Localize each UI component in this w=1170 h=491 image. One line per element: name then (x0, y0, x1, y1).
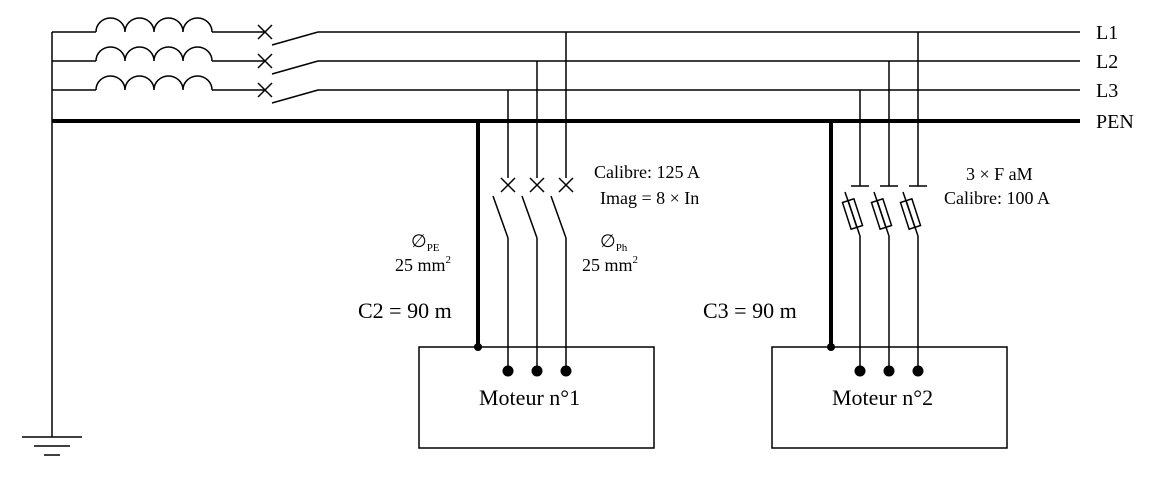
motor-1-box (418, 346, 655, 449)
ph-section-value: 25 mm2 (582, 254, 638, 275)
label-pen: PEN (1096, 111, 1134, 133)
fuses-type: 3 × F aM (966, 164, 1033, 184)
pe-section-value: 25 mm2 (395, 254, 451, 275)
ground-icon (22, 425, 82, 456)
motor-2-box (771, 346, 1008, 449)
label-l1: L1 (1096, 22, 1118, 44)
main-breaker (257, 24, 319, 104)
fuse-1 (841, 197, 864, 231)
ph-section-symbol: ∅Ph (600, 231, 628, 254)
fuse-3 (899, 197, 922, 231)
label-l2: L2 (1096, 51, 1118, 73)
breaker-calibre: Calibre: 125 A (594, 162, 700, 182)
fuses-calibre: Calibre: 100 A (944, 188, 1050, 208)
feeder-2 (771, 32, 1008, 449)
transformer-coils (51, 17, 265, 425)
motor-1-label: Moteur n°1 (479, 385, 580, 410)
cable-c3-label: C3 = 90 m (703, 298, 797, 323)
feeder-1 (418, 32, 655, 449)
label-l3: L3 (1096, 80, 1118, 102)
pe-section-symbol: ∅PE (411, 231, 440, 254)
cable-c2-label: C2 = 90 m (358, 298, 452, 323)
motor-2-label: Moteur n°2 (832, 385, 933, 410)
breaker-imag: Imag = 8 × In (600, 188, 699, 208)
fuse-2 (870, 197, 893, 231)
